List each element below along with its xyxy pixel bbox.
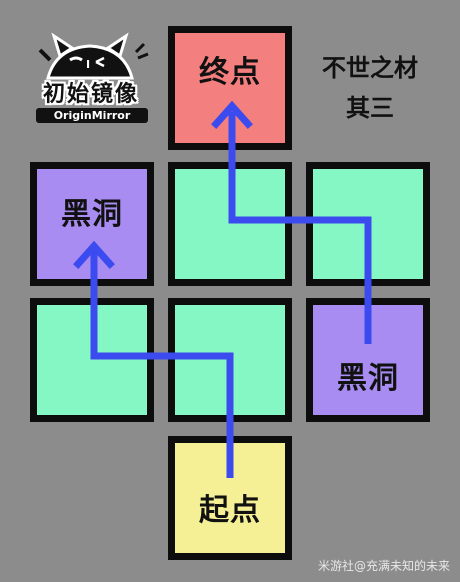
tile-start-label: 起点 [199,493,261,528]
route-segment-blackhole-to-end [228,112,372,344]
level-title-line2: 其三 [346,94,394,122]
arrow-up-icon [73,240,115,269]
tile-end[interactable]: 终点 [168,26,292,150]
level-title: 不世之材 其三 [300,48,440,128]
origin-mirror-logo: I 初始镜像 OriginMirror [26,30,154,130]
cat-logo-icon: I [38,32,149,80]
route-segment-start-to-blackhole [90,250,234,478]
watermark-text: 米游社@充满未知的未来 [317,559,450,573]
level-title-line1: 不世之材 [322,54,418,82]
tile-end-label: 终点 [199,55,261,90]
logo-main-text: 初始镜像 [42,82,139,107]
svg-text:I: I [86,58,90,71]
tile-blackhole-left-label: 黑洞 [61,197,123,232]
arrow-up-icon [211,100,253,129]
logo-sub-text: OriginMirror [36,108,148,123]
tile-blackhole-right-label: 黑洞 [337,361,399,396]
